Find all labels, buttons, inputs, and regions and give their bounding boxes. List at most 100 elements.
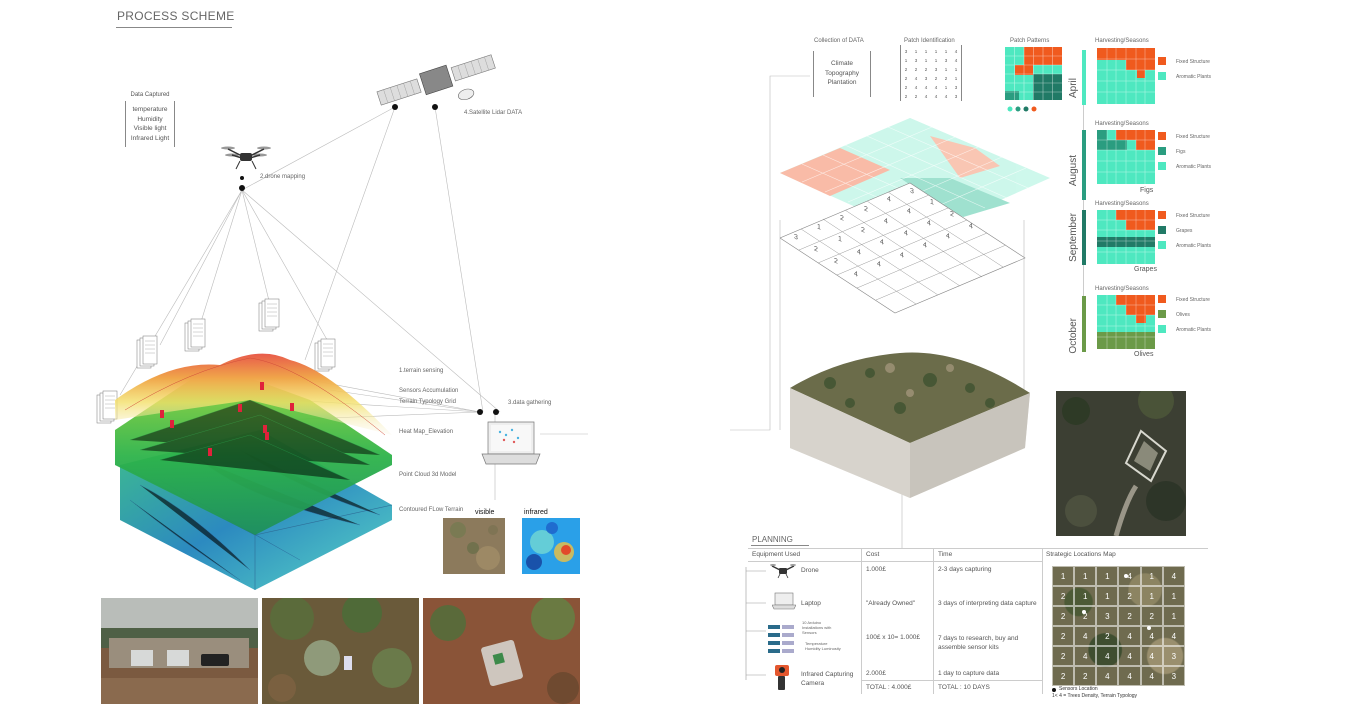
map-cell: 4	[1118, 626, 1141, 646]
data-item: Visible light	[133, 125, 167, 132]
map-cell: 2	[1052, 626, 1075, 646]
grid-num: 4	[854, 270, 858, 279]
col-map: Strategic Locations Map	[1046, 551, 1116, 558]
map-cell: 2	[1118, 606, 1141, 626]
patch-num: 4	[954, 58, 958, 63]
map-cell: 2	[1052, 646, 1075, 666]
grid-num: 4	[880, 238, 884, 247]
patch-num: 4	[944, 94, 948, 99]
label-infrared: infrared	[524, 509, 548, 516]
map-cell: 1	[1140, 566, 1163, 586]
map-cell: 2	[1074, 666, 1097, 686]
grid-num: 1	[817, 223, 821, 232]
patch-num: 1	[914, 49, 918, 54]
patch-num: 1	[934, 49, 938, 54]
patch-num: 1	[924, 58, 928, 63]
totals-rule	[862, 680, 1042, 681]
label-pointcloud: Point Cloud 3d Model	[399, 472, 457, 478]
patch-num: 1	[954, 76, 958, 81]
map-cell: 1	[1162, 606, 1185, 626]
map-cell: 1	[1052, 566, 1075, 586]
connection-lines	[119, 106, 588, 500]
map-cell: 3	[1096, 606, 1119, 626]
patch-num: 2	[944, 76, 948, 81]
cost-arduino: 100£ x 10= 1.000£	[866, 634, 921, 641]
title-underline	[116, 27, 232, 28]
cost-infrared: 2.000£	[866, 670, 886, 677]
arduino-icons	[768, 625, 794, 653]
field-photo-1	[101, 598, 258, 704]
legend-swatch-aromatic	[1158, 325, 1166, 333]
sensor-marker	[1082, 610, 1086, 614]
map-cell: 2	[1052, 666, 1075, 686]
cost-drone: 1.000£	[866, 566, 886, 573]
map-cell: 4	[1162, 626, 1185, 646]
legend-label: Aromatic Plants	[1176, 327, 1212, 333]
map-cell: 4	[1118, 666, 1141, 686]
patch-num: 2	[904, 67, 908, 72]
label-data-gathering: 3.data gathering	[508, 400, 552, 406]
legend-swatch-fixed	[1158, 211, 1166, 219]
map-cell: 4	[1096, 666, 1119, 686]
collection-item: Climate	[830, 60, 854, 67]
header-patch-patterns: Patch Patterns	[1010, 38, 1050, 44]
time-arduino: 7 days to research, buy and assemble sen…	[938, 635, 1019, 651]
map-cell: 3	[1162, 666, 1185, 686]
patch-num: 1	[924, 49, 928, 54]
legend-label: Grapes	[1176, 228, 1193, 234]
patch-num: 1	[954, 67, 958, 72]
data-item: Infrared Light	[130, 134, 170, 142]
legend-label: Fixed Structure	[1176, 134, 1210, 140]
grid-num: 4	[927, 219, 931, 228]
legend-label: Fixed Structure	[1176, 213, 1210, 219]
terrain-layers	[115, 353, 393, 590]
map-cell: 1	[1162, 586, 1185, 606]
season-grid-april	[1097, 48, 1155, 104]
grid-num: 4	[904, 229, 908, 238]
map-cell: 4	[1074, 626, 1097, 646]
patch-num: 2	[904, 76, 908, 81]
equipment-laptop: Laptop	[801, 600, 821, 607]
legend-swatch-fixed	[1158, 57, 1166, 65]
map-cell: 4	[1096, 646, 1119, 666]
patch-num: 4	[934, 94, 938, 99]
equipment-arduino: 10 Arduino Installations with Sensors	[802, 620, 832, 635]
legend-swatch-fixed	[1158, 132, 1166, 140]
patch-num: 3	[934, 67, 938, 72]
map-cell: 4	[1118, 566, 1141, 586]
map-legend-density: 1< 4 = Trees Density, Terrain Typology	[1052, 693, 1138, 699]
map-cell: 2	[1140, 606, 1163, 626]
map-cell: 2	[1074, 606, 1097, 626]
legend-swatch-olives	[1158, 310, 1166, 318]
label-satellite: 4.Satellite Lidar DATA	[464, 110, 523, 116]
map-cell: 1	[1074, 566, 1097, 586]
grid-num: 4	[923, 241, 927, 250]
label-visible: visible	[475, 509, 495, 516]
planning-underline	[751, 545, 809, 546]
season-caption: Grapes	[1134, 266, 1157, 273]
season-heading: Harvesting/Seasons	[1095, 38, 1149, 44]
field-photo-2	[262, 598, 419, 704]
sensor-legend-dot	[1052, 688, 1056, 692]
patch-num: 4	[934, 85, 938, 90]
patch-num: 3	[914, 58, 918, 63]
grid-num: 3	[794, 233, 798, 242]
drone-node	[240, 176, 244, 180]
map-cell: 4	[1074, 646, 1097, 666]
map-cell: 4	[1140, 646, 1163, 666]
grid-num: 4	[900, 251, 904, 260]
grid-num: 2	[834, 257, 838, 266]
label-drone: 2.drone mapping	[260, 174, 306, 180]
isometric-stack	[780, 118, 1050, 498]
patch-num: 3	[954, 94, 958, 99]
legend-label: Olives	[1176, 312, 1190, 318]
equipment-infrared: Infrared Capturing Camera	[801, 671, 854, 687]
map-cell: 1	[1074, 586, 1097, 606]
legend-label: Fixed Structure	[1176, 59, 1210, 65]
label-contoured: Contoured FLow Terrain	[399, 507, 464, 513]
patch-num: 3	[924, 76, 928, 81]
grid-num: 2	[840, 214, 844, 223]
patch-num: 2	[914, 94, 918, 99]
